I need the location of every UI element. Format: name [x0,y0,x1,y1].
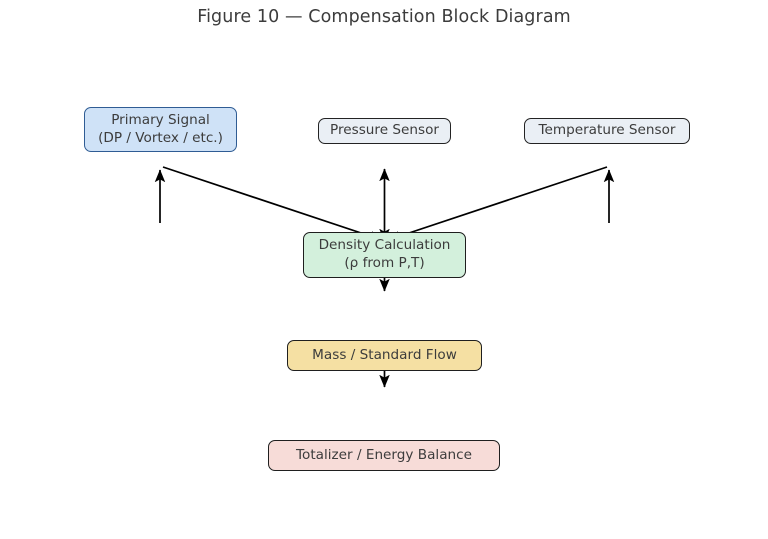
node-totalizer-energy-balance-label: Totalizer / Energy Balance [296,446,472,463]
edge-primary-to-density [162,166,383,242]
node-pressure-sensor-label: Pressure Sensor [330,122,439,139]
node-density-calculation-line2: (ρ from P,T) [344,255,425,271]
node-totalizer-energy-balance[interactable]: Totalizer / Energy Balance [268,440,500,471]
node-mass-standard-flow[interactable]: Mass / Standard Flow [287,340,482,371]
node-mass-standard-flow-label: Mass / Standard Flow [312,346,457,363]
node-primary-signal-line2: (DP / Vortex / etc.) [98,129,223,146]
figure-title: Figure 10 — Compensation Block Diagram [197,7,571,27]
node-primary-signal-line1: Primary Signal [111,111,210,128]
node-density-calculation[interactable]: Density Calculation (ρ from P,T) [303,232,466,278]
node-temperature-sensor[interactable]: Temperature Sensor [524,118,690,144]
node-temperature-sensor-label: Temperature Sensor [538,122,676,139]
node-pressure-sensor[interactable]: Pressure Sensor [318,118,451,144]
edge-temperature-to-density [387,166,608,242]
node-primary-signal[interactable]: Primary Signal (DP / Vortex / etc.) [84,107,237,152]
node-density-calculation-line1: Density Calculation [318,237,451,254]
